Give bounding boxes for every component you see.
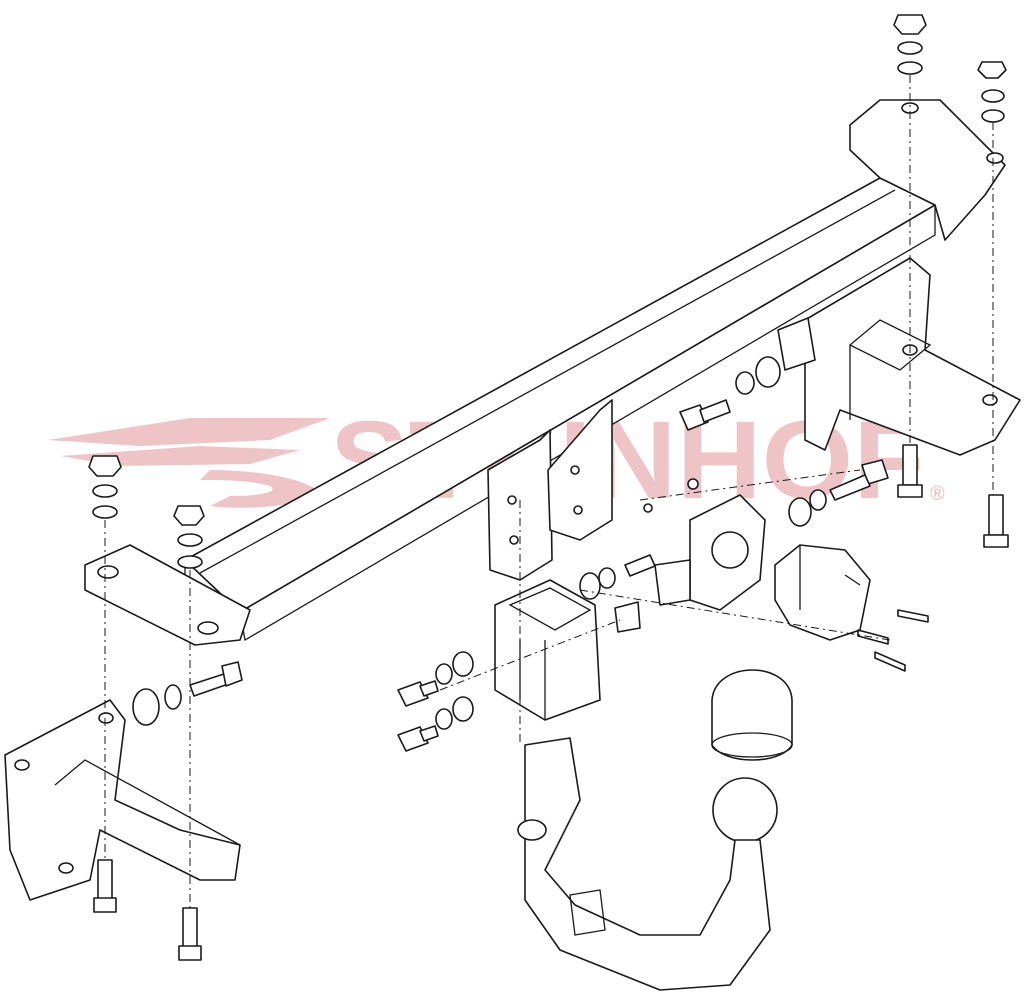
- bolt-bracket-right-2: [788, 459, 889, 527]
- tow-ball-neck: [517, 737, 778, 991]
- left-end-plate: [84, 544, 251, 646]
- right-side-bracket: [777, 257, 1021, 456]
- ball-cover: [711, 669, 793, 761]
- bolt-bracket-right-1: [679, 356, 781, 431]
- socket-plate: [654, 494, 766, 611]
- mounting-block: [494, 579, 601, 721]
- fasteners: [88, 14, 1009, 961]
- nut-stack-left-1: [88, 455, 122, 519]
- nut-stack-left-2: [173, 505, 205, 569]
- watermark-registered-mark: ®: [930, 483, 945, 505]
- bolt-right-1: [897, 444, 923, 498]
- bolt-left-1: [93, 859, 117, 913]
- bolt-right-2: [983, 494, 1009, 548]
- socket-screws: [857, 609, 929, 672]
- socket: [774, 544, 871, 641]
- nut-stack-top-right-2: [977, 61, 1007, 123]
- socket-plate-bolts: [579, 478, 699, 633]
- bolt-left-2: [178, 907, 202, 961]
- bolt-centre-1: [397, 651, 474, 707]
- bolt-centre-2: [397, 696, 474, 752]
- assembly-centerlines: [104, 75, 994, 908]
- bolt-left-horizontal: [132, 661, 243, 726]
- nut-stack-top-right-1: [893, 14, 927, 75]
- steinhof-swoosh-logo-icon: [48, 418, 330, 508]
- left-side-bracket: [4, 699, 241, 901]
